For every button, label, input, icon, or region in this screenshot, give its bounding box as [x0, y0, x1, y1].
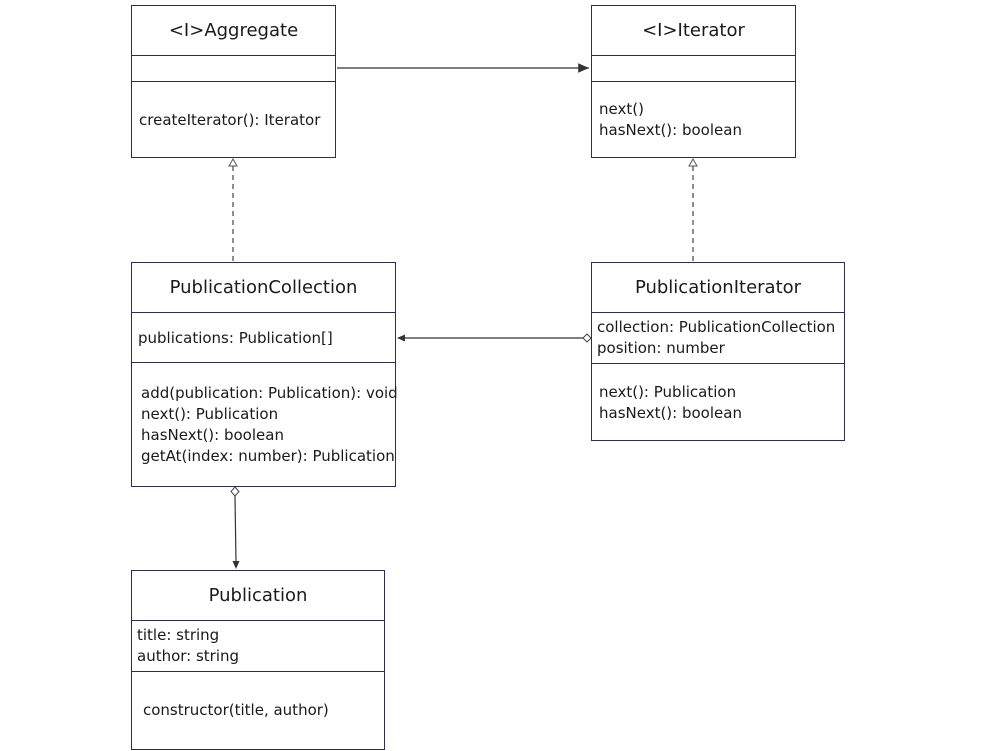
operations-section: next() hasNext(): boolean: [592, 82, 795, 157]
operation: constructor(title, author): [143, 701, 329, 719]
attributes-section: title: string author: string: [132, 621, 384, 672]
operations-section: constructor(title, author): [132, 672, 384, 749]
operation: add(publication: Publication): void: [141, 384, 398, 402]
attribute: publications: Publication[]: [138, 329, 333, 347]
class-publication-collection[interactable]: PublicationCollection publications: Publ…: [131, 262, 398, 487]
attributes-section: [132, 56, 335, 82]
class-iterator[interactable]: <I>Iterator next() hasNext(): boolean: [591, 5, 796, 158]
class-title: PublicationIterator: [592, 263, 844, 313]
attribute: position: number: [597, 339, 725, 357]
operation: getAt(index: number): Publication: [141, 447, 395, 465]
operation: hasNext(): boolean: [141, 426, 284, 444]
attribute: collection: PublicationCollection: [597, 318, 836, 336]
class-title: <I>Iterator: [592, 6, 795, 56]
attributes-section: collection: PublicationCollection positi…: [592, 313, 844, 364]
realization-arrowhead-iterator: [688, 157, 698, 167]
operation: hasNext(): boolean: [599, 121, 742, 139]
realization-arrowhead-aggregate: [228, 157, 238, 167]
class-title: Publication: [132, 571, 384, 621]
aggregation-collection-publication: [234, 495, 237, 563]
aggregation-diamond-iterator: [582, 333, 592, 343]
attributes-section: [592, 56, 795, 82]
operation: next(): Publication: [141, 405, 279, 423]
class-publication[interactable]: Publication title: string author: string…: [131, 570, 385, 750]
operation: next(): Publication: [599, 383, 737, 401]
attribute: author: string: [137, 647, 240, 665]
association-arrowhead-publication: [232, 561, 240, 569]
attribute: title: string: [137, 626, 220, 644]
operation: hasNext(): boolean: [599, 404, 742, 422]
operations-section: createIterator(): Iterator: [132, 82, 335, 157]
association-arrowhead-collection: [397, 334, 405, 342]
operations-section: next(): Publication hasNext(): boolean: [592, 364, 844, 440]
aggregation-diamond-collection: [230, 486, 240, 497]
class-title: PublicationCollection: [132, 263, 395, 313]
operation: next(): [599, 100, 644, 118]
attributes-section: publications: Publication[]: [132, 313, 395, 363]
class-aggregate[interactable]: <I>Aggregate createIterator(): Iterator: [131, 5, 336, 158]
class-title: <I>Aggregate: [132, 6, 335, 56]
operation: createIterator(): Iterator: [139, 111, 321, 129]
class-publication-iterator[interactable]: PublicationIterator collection: Publicat…: [591, 262, 845, 441]
operations-section: add(publication: Publication): void next…: [132, 363, 398, 486]
